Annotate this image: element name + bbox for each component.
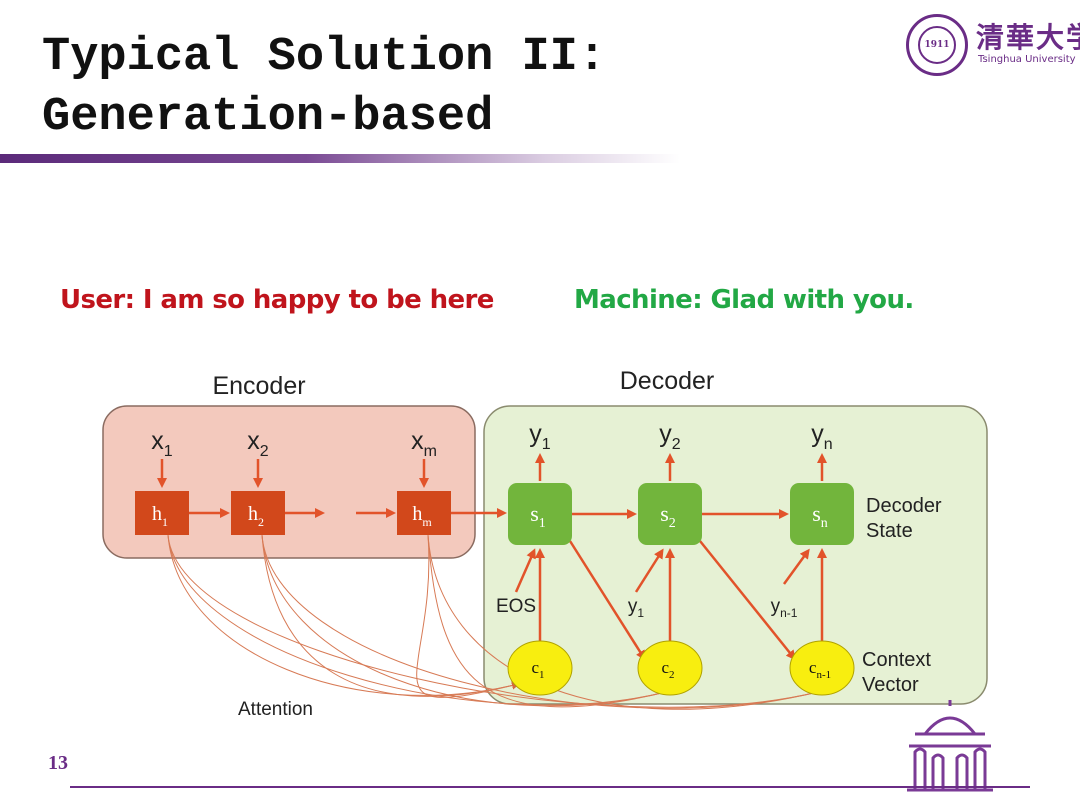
encoder-state-label-3: hm bbox=[412, 503, 432, 529]
university-name-en: Tsinghua University bbox=[978, 54, 1076, 65]
university-name-cn: 清華大学 bbox=[976, 21, 1080, 54]
encoder-state-node-2: h2 bbox=[231, 491, 285, 535]
decoder-state-label-2: s2 bbox=[660, 501, 676, 531]
decoder-state-label-line2: State bbox=[866, 520, 913, 542]
attention-curve-7 bbox=[416, 534, 520, 698]
context-vector-label-line2: Vector bbox=[862, 674, 919, 696]
attention-label: Attention bbox=[238, 699, 313, 720]
context-vector-label-2: c2 bbox=[661, 658, 674, 681]
decoder-input-arrow-1 bbox=[514, 548, 536, 593]
title-line-1: Typical Solution II: bbox=[42, 31, 607, 84]
encoder-label: Encoder bbox=[212, 372, 305, 400]
page-number: 13 bbox=[48, 752, 68, 774]
state-to-context-arrow-2 bbox=[568, 540, 646, 661]
decoder-input-arrow-2 bbox=[634, 548, 664, 593]
university-seal-icon: 1911 bbox=[906, 14, 968, 76]
encoder-state-label-2: h2 bbox=[248, 503, 264, 529]
decoder-panel bbox=[483, 405, 988, 705]
decoder-state-node-2: s2 bbox=[638, 483, 702, 545]
attention-links bbox=[167, 534, 819, 710]
decoder-state-label-1: s1 bbox=[530, 501, 546, 531]
context-vector-label-3: cn-1 bbox=[809, 658, 831, 681]
title-underline bbox=[0, 154, 680, 163]
decoder-label: Decoder bbox=[620, 367, 715, 395]
encoder-state-label-1: h1 bbox=[152, 503, 168, 529]
campus-building-icon bbox=[907, 700, 993, 792]
decoder-state-node-3: sn bbox=[790, 483, 854, 545]
encoder-input-1: x1 bbox=[151, 427, 173, 460]
state-to-context-arrow-3 bbox=[699, 540, 796, 661]
decoder-state-node-1: s1 bbox=[508, 483, 572, 545]
user-utterance: User: I am so happy to be here bbox=[60, 285, 494, 315]
machine-response: Machine: Glad with you. bbox=[574, 285, 914, 315]
decoder-output-1: y1 bbox=[529, 420, 551, 453]
encoder-state-node-3: hm bbox=[397, 491, 451, 535]
diagram-nodes: x1 x2 xm h1 h2 hm s1 s2 sn y1 y2 yn c1 c2 cn-1 EOS y1 yn-… bbox=[135, 420, 855, 696]
attention-curve-4 bbox=[261, 534, 520, 697]
encoder-input-2: x2 bbox=[247, 427, 269, 460]
attention-curve-6 bbox=[261, 534, 819, 709]
attention-curve-3 bbox=[167, 534, 819, 708]
decoder-output-3: yn bbox=[811, 420, 832, 453]
slide-title: Typical Solution II: Generation-based bbox=[42, 28, 606, 148]
context-vector-label-line1: Context bbox=[862, 649, 931, 671]
encoder-panel bbox=[102, 405, 476, 559]
encoder-state-node-1: h1 bbox=[135, 491, 189, 535]
context-vector-node-2: c2 bbox=[637, 640, 703, 696]
decoder-input-1: EOS bbox=[496, 596, 536, 617]
context-vector-node-1: c1 bbox=[507, 640, 573, 696]
decoder-state-label-line1: Decoder bbox=[866, 495, 942, 517]
seal-year: 1911 bbox=[918, 26, 956, 64]
attention-curve-8 bbox=[427, 534, 667, 708]
flow-arrows bbox=[157, 453, 827, 661]
decoder-input-2: y1 bbox=[628, 596, 645, 620]
encoder-input-3: xm bbox=[411, 427, 437, 460]
decoder-input-3: yn-1 bbox=[771, 596, 798, 620]
context-vector-node-3: cn-1 bbox=[789, 640, 855, 696]
decoder-state-label-3: sn bbox=[812, 501, 828, 531]
footer-rule bbox=[70, 786, 1030, 788]
context-vector-label-1: c1 bbox=[531, 658, 544, 681]
university-logo: 1911 清華大学 Tsinghua University bbox=[900, 14, 1080, 80]
decoder-input-arrow-3 bbox=[782, 548, 810, 585]
attention-curve-1 bbox=[167, 534, 520, 696]
title-line-2: Generation-based bbox=[42, 91, 494, 144]
decoder-output-2: y2 bbox=[659, 420, 681, 453]
